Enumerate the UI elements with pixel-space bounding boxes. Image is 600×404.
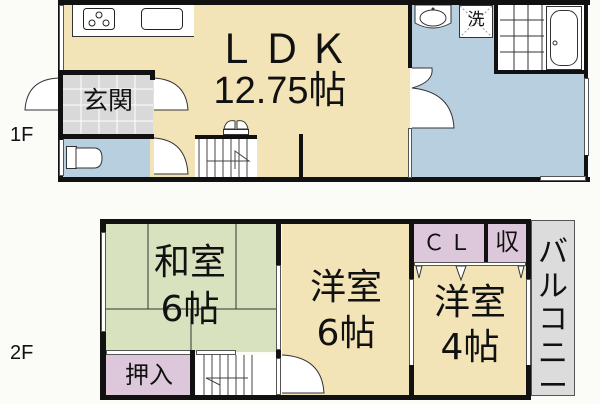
genkan-door[interactable]	[153, 77, 190, 112]
door-swing-stairs-1f[interactable]	[223, 117, 249, 135]
wall-ldk-wash	[408, 0, 412, 68]
washroom-door[interactable]	[411, 67, 455, 129]
door-frame-wash	[408, 128, 412, 178]
basin-icon	[414, 4, 452, 29]
frame-youshitsu-6-door	[276, 358, 281, 395]
wall-bath-bottom	[494, 70, 586, 74]
bathtub-icon	[546, 6, 582, 70]
balcony-label: バルコニー	[538, 235, 568, 404]
toilet-door[interactable]	[153, 137, 190, 176]
stairs-top-rail	[196, 350, 236, 355]
closet-doors[interactable]	[414, 265, 526, 282]
wall-genkan-left	[58, 70, 63, 140]
ldk-label: ＬＤＫ	[216, 28, 354, 72]
closet-bottom-frame	[414, 262, 526, 266]
stove-icon	[83, 8, 115, 30]
first-floor-plan: 洗 玄関	[0, 0, 600, 190]
wall-genkan-top	[58, 70, 154, 75]
youshitsu-4-label: 洋室	[433, 282, 506, 323]
wall-2f-right-lower	[526, 365, 531, 400]
wall-1f-right-lower	[584, 155, 588, 182]
wall-closet-storage	[484, 219, 488, 264]
wall-2f-right	[526, 219, 531, 279]
toilet-icon	[66, 146, 103, 169]
youshitsu-6-size: 6帖	[316, 313, 376, 354]
sink-icon	[141, 8, 183, 30]
washitsu-size: 6帖	[160, 289, 220, 330]
genkan-label: 玄関	[82, 86, 133, 115]
stairs-2f[interactable]	[196, 355, 278, 395]
window-washitsu	[101, 232, 106, 332]
wall-genkan-right	[150, 70, 155, 80]
room-storage	[488, 224, 526, 264]
wall-1f-right	[584, 0, 588, 80]
youshitsu-4-size: 4帖	[440, 327, 500, 368]
ldk-partition	[299, 134, 303, 178]
wall-1f-top	[58, 0, 590, 5]
washitsu-label: 和室	[153, 242, 226, 283]
closet-label: ＣＬ	[422, 230, 475, 255]
youshitsu-6-door[interactable]	[281, 354, 325, 394]
bath-tiles	[500, 4, 544, 70]
oshiire-label: 押入	[125, 361, 173, 389]
wall-youshitsu-divider-lower	[409, 365, 414, 400]
wall-washitsu-right	[276, 219, 281, 265]
washer-label: 洗	[467, 10, 485, 30]
window-washitsu-right	[276, 265, 281, 350]
tatami-lines	[106, 224, 276, 352]
room-balcony	[531, 220, 575, 396]
youshitsu-6-label: 洋室	[309, 267, 382, 308]
wall-genkan-bottom	[58, 134, 154, 139]
room-closet	[414, 224, 484, 264]
washer-space: 洗	[459, 5, 493, 38]
wall-2f-top	[100, 219, 531, 224]
ldk-size: 12.75帖	[213, 70, 347, 112]
entrance-door[interactable]	[24, 77, 63, 112]
wall-washitsu-right-lower	[276, 350, 281, 358]
floor-label-1f: 1F	[10, 124, 34, 146]
room-oshiire	[106, 355, 192, 395]
floor-label-2f: 2F	[10, 342, 34, 364]
wall-2f-bottom	[100, 395, 531, 400]
stairs-2f-lines	[203, 355, 253, 395]
stairs-1f-lines	[198, 139, 251, 178]
window-youshitsu-divider	[409, 279, 414, 367]
wall-stairs-left	[190, 350, 195, 398]
room-youshitsu-4	[414, 264, 526, 395]
storage-label: 収	[495, 228, 519, 256]
window-oshiire-divider	[106, 350, 192, 355]
genkan-tile-grid	[63, 74, 153, 136]
window-balcony	[526, 279, 531, 367]
wall-bath-left	[494, 0, 498, 74]
window-wash-bottom	[540, 176, 586, 181]
wall-youshitsu-divider	[409, 219, 414, 279]
wall-1f-bottom	[58, 177, 590, 182]
